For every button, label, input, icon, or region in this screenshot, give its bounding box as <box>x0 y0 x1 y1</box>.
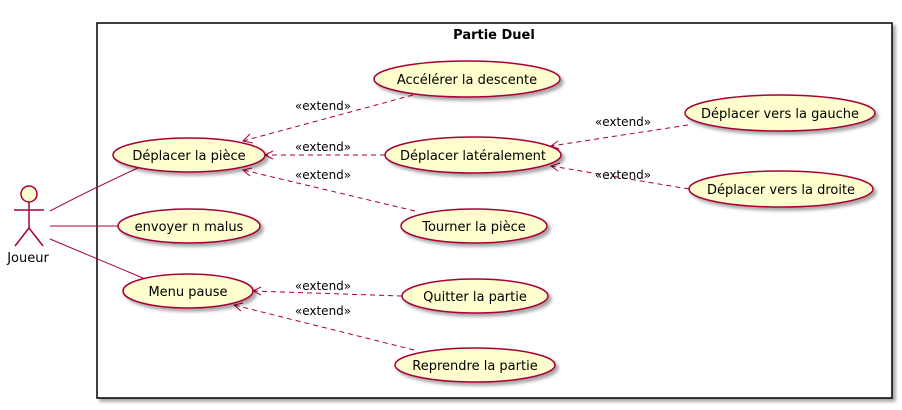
usecase-deplacer-droite[interactable] <box>688 170 874 208</box>
actor-left-leg <box>14 227 30 247</box>
actor-right-leg <box>28 227 44 247</box>
association-menu <box>49 238 151 282</box>
usecase-menu-pause[interactable] <box>122 273 254 309</box>
actor-joueur[interactable] <box>14 185 44 247</box>
arrowhead-tourner <box>241 167 253 177</box>
extend-arrow-reprendre <box>233 304 415 351</box>
usecase-deplacer-droite-label: Déplacer vers la droite <box>707 183 855 198</box>
association-deplacer <box>49 166 141 212</box>
arrowhead-reprendre <box>232 302 244 312</box>
usecase-reprendre-partie-label: Reprendre la partie <box>412 359 537 374</box>
arrowhead-droite <box>549 162 561 172</box>
arrowhead-accelerer <box>241 133 254 144</box>
usecase-deplacer-piece[interactable] <box>112 137 266 173</box>
usecase-reprendre-partie[interactable] <box>394 347 556 383</box>
actor-name: Joueur <box>6 251 49 266</box>
usecase-tourner-piece-label: Tourner la pièce <box>421 220 525 235</box>
extend-label-reprendre: «extend» <box>295 304 351 318</box>
usecase-envoyer-malus[interactable] <box>117 208 261 244</box>
usecase-accelerer-descente-label: Accélérer la descente <box>397 73 537 88</box>
usecase-menu-pause-label: Menu pause <box>148 285 227 300</box>
usecase-quitter-partie-label: Quitter la partie <box>423 290 527 305</box>
extend-label-gauche: «extend» <box>595 115 651 129</box>
usecase-deplacer-lateralement[interactable] <box>384 136 562 174</box>
extend-arrow-tourner <box>242 169 416 212</box>
usecase-deplacer-gauche[interactable] <box>684 94 876 132</box>
extend-arrow-quitter <box>252 290 403 297</box>
usecase-quitter-partie[interactable] <box>401 278 549 314</box>
extend-label-quitter: «extend» <box>295 279 351 293</box>
extend-label-tourner: «extend» <box>295 168 351 182</box>
actor-head <box>20 185 38 203</box>
usecase-envoyer-malus-label: envoyer n malus <box>135 220 244 235</box>
extend-label-lateral: «extend» <box>295 140 351 154</box>
extend-label-droite: «extend» <box>595 168 651 182</box>
usecase-deplacer-piece-label: Déplacer la pièce <box>132 149 245 164</box>
system-title: Partie Duel <box>453 28 535 43</box>
extend-label-accelerer: «extend» <box>295 99 351 113</box>
usecase-accelerer-descente[interactable] <box>373 60 561 98</box>
usecase-deplacer-gauche-label: Déplacer vers la gauche <box>701 107 859 122</box>
usecase-tourner-piece[interactable] <box>400 208 548 244</box>
extend-arrow-accelerer <box>242 94 414 142</box>
usecase-deplacer-lateralement-label: Déplacer latéralement <box>400 149 546 164</box>
